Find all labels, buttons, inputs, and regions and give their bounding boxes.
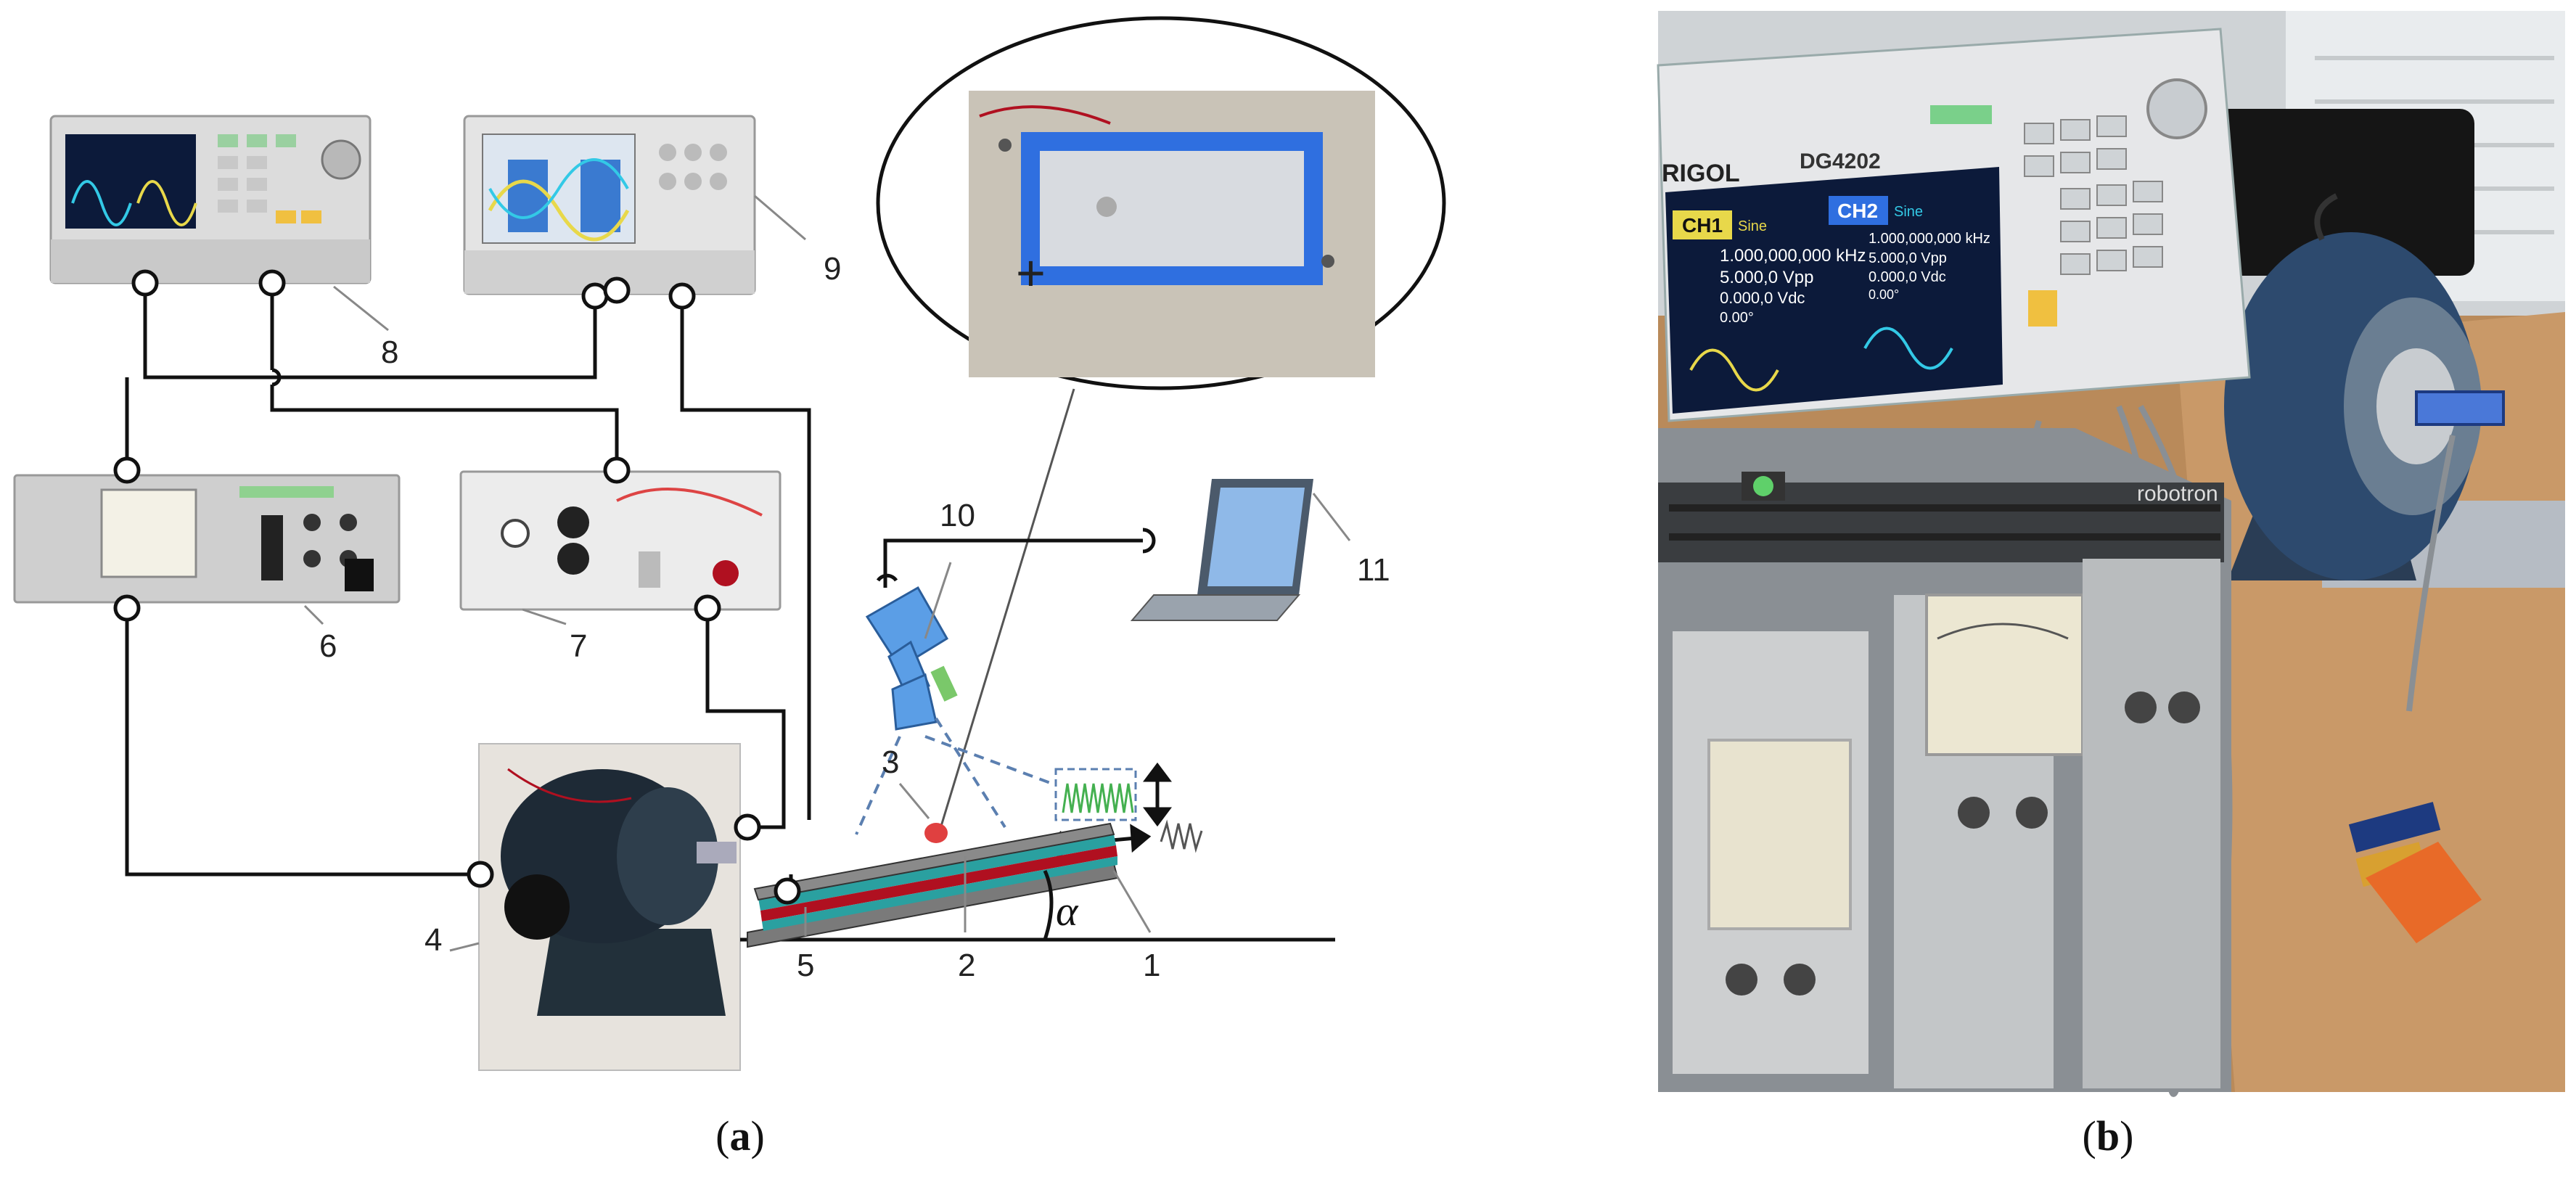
ch2-mode: Sine — [1894, 204, 1923, 220]
rack-brand: robotron — [2137, 482, 2218, 506]
laser-probe-icon — [865, 586, 958, 731]
inset-pointer-line — [938, 388, 1075, 832]
label-4: 4 — [424, 922, 442, 958]
ch2-ampl: 5.000,0 Vpp — [1869, 250, 1947, 266]
angle-arc — [1043, 869, 1054, 940]
svg-text:+: + — [1016, 245, 1046, 301]
vertical-vibration-arrow — [1143, 762, 1172, 827]
generator-brand: RIGOL — [1662, 160, 1740, 187]
generator-model: DG4202 — [1800, 149, 1881, 173]
shaker-device — [2224, 193, 2505, 580]
sample-inset-magnifier: + — [876, 16, 1446, 390]
label-9: 9 — [824, 251, 841, 287]
shaker-photo-4 — [478, 743, 741, 1071]
panel-b-photo: robotron RIGOL DG4202 CH1 Sine 1.000,000… — [1657, 11, 2565, 1097]
response-signal-icon — [1054, 768, 1137, 821]
ch1-offset: 0.000,0 Vdc — [1720, 289, 1805, 307]
laptop-icon — [1130, 479, 1313, 621]
ch2-freq: 1.000,000,000 kHz — [1869, 231, 1990, 247]
wire-connectors — [113, 269, 801, 905]
ch1-mode: Sine — [1738, 218, 1767, 234]
connection-wires — [125, 287, 1143, 900]
label-3: 3 — [882, 744, 899, 780]
ch2-offset: 0.000,0 Vdc — [1869, 269, 1946, 285]
label-7: 7 — [570, 628, 587, 664]
label-6: 6 — [319, 628, 337, 664]
label-5: 5 — [797, 948, 814, 983]
label-8: 8 — [381, 335, 398, 370]
rigol-generator: RIGOL DG4202 CH1 Sine 1.000,000,000 kHz … — [1657, 28, 2251, 501]
label-10: 10 — [940, 498, 975, 533]
ch1-phase: 0.00° — [1720, 310, 1754, 326]
ch2-label: CH2 — [1837, 200, 1878, 222]
ch1-freq: 1.000,000,000 kHz — [1720, 246, 1866, 266]
ch1-label: CH1 — [1682, 214, 1723, 237]
ch1-ampl: 5.000,0 Vpp — [1720, 268, 1813, 287]
robotron-rack: robotron — [1658, 428, 2231, 1092]
label-1: 1 — [1143, 948, 1160, 983]
power-unit-photo-7 — [459, 470, 782, 611]
oscilloscope-photo-9 — [463, 115, 756, 295]
small-electronics — [2348, 802, 2482, 943]
amplifier-photo-6 — [13, 474, 401, 604]
label-leader-lines — [303, 194, 1351, 952]
label-11: 11 — [1357, 552, 1390, 588]
caption-a: (a) — [715, 1112, 765, 1160]
caption-b: (b) — [2083, 1112, 2134, 1160]
alpha-symbol: α — [1056, 887, 1079, 935]
ch2-phase: 0.00° — [1869, 287, 1899, 302]
panel-a-diagram: + — [13, 16, 1446, 1071]
function-generator-photo-8 — [49, 115, 372, 284]
inclined-plate-assembly — [740, 822, 1335, 948]
label-2: 2 — [958, 948, 975, 983]
laser-beams — [855, 717, 1053, 835]
